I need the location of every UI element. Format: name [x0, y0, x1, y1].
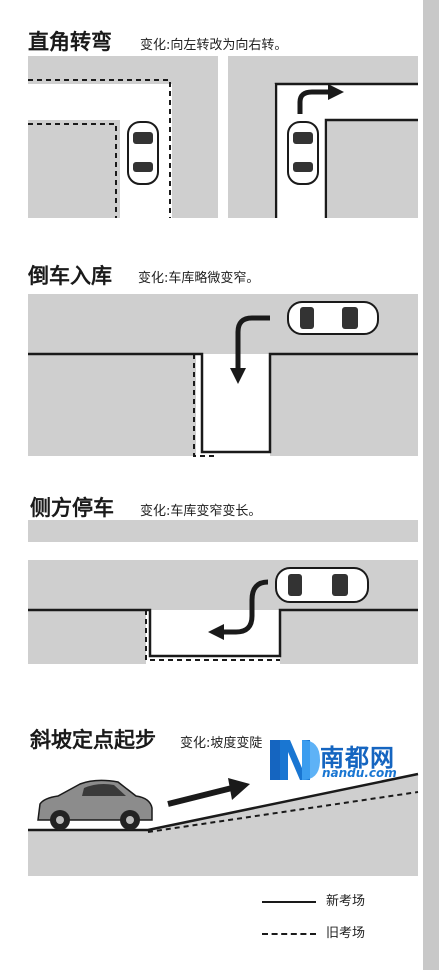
new-course-line	[28, 608, 418, 658]
parallel-parking-diagram	[28, 520, 418, 664]
section-change-note: 变化:车库略微变窄。	[138, 271, 260, 286]
car-top-view	[127, 121, 159, 185]
car-top-view	[275, 567, 369, 603]
uphill-arrow-icon	[167, 778, 250, 807]
s-curve-arrow-icon	[208, 579, 269, 640]
old-course-line	[147, 791, 419, 833]
new-course-line	[274, 82, 418, 218]
road-top-strip	[28, 520, 418, 542]
solid-line-icon	[262, 900, 316, 903]
road-block-left	[28, 610, 146, 664]
section-title: 直角转弯	[28, 30, 112, 54]
road-block-left	[28, 120, 120, 218]
section-change-note: 变化:向左转改为向右转。	[140, 38, 288, 53]
road-vertical-left	[172, 84, 218, 218]
road-block-right	[328, 120, 418, 218]
section-title: 侧方停车	[30, 496, 114, 520]
new-course-line	[324, 118, 418, 218]
road-block-left	[28, 354, 196, 456]
hill-start-diagram	[28, 772, 419, 876]
section-title: 倒车入库	[28, 264, 112, 288]
right-edge-bar	[423, 0, 439, 970]
section-change-note: 变化:坡度变陡	[180, 736, 263, 751]
road-block-right	[270, 354, 418, 456]
road-vertical-right	[228, 84, 274, 218]
reverse-parking-diagram	[28, 294, 418, 457]
road-slope	[28, 774, 418, 876]
road-block-right	[280, 610, 418, 664]
car-side-view	[37, 779, 153, 830]
old-course-line	[193, 354, 214, 457]
nandu-watermark: 南都网 nandu.com	[268, 738, 418, 784]
legend-item-old: 旧考场	[262, 922, 365, 941]
old-course-line	[28, 123, 117, 218]
road-top-right	[228, 56, 418, 84]
watermark-brand-cn: 南都网	[320, 744, 395, 772]
section-change-note: 变化:车库变窄变长。	[140, 504, 262, 519]
section-title: 斜坡定点起步	[30, 728, 156, 752]
old-course-line	[145, 610, 280, 661]
nandu-logo-icon	[270, 740, 320, 780]
car-top-view	[287, 121, 319, 185]
new-course-line	[28, 772, 419, 832]
new-course-line	[28, 352, 418, 454]
turn-right-arrow-icon	[297, 84, 344, 114]
legend-label: 旧考场	[326, 926, 366, 941]
dashed-line-icon	[262, 932, 316, 935]
watermark-brand-en: nandu.com	[322, 766, 397, 780]
legend-item-new: 新考场	[262, 890, 365, 909]
legend-label: 新考场	[326, 894, 366, 909]
right-angle-turn-diagram	[28, 56, 418, 218]
old-course-line	[28, 79, 171, 218]
car-top-view	[287, 301, 379, 335]
reverse-arrow-icon	[230, 315, 270, 384]
